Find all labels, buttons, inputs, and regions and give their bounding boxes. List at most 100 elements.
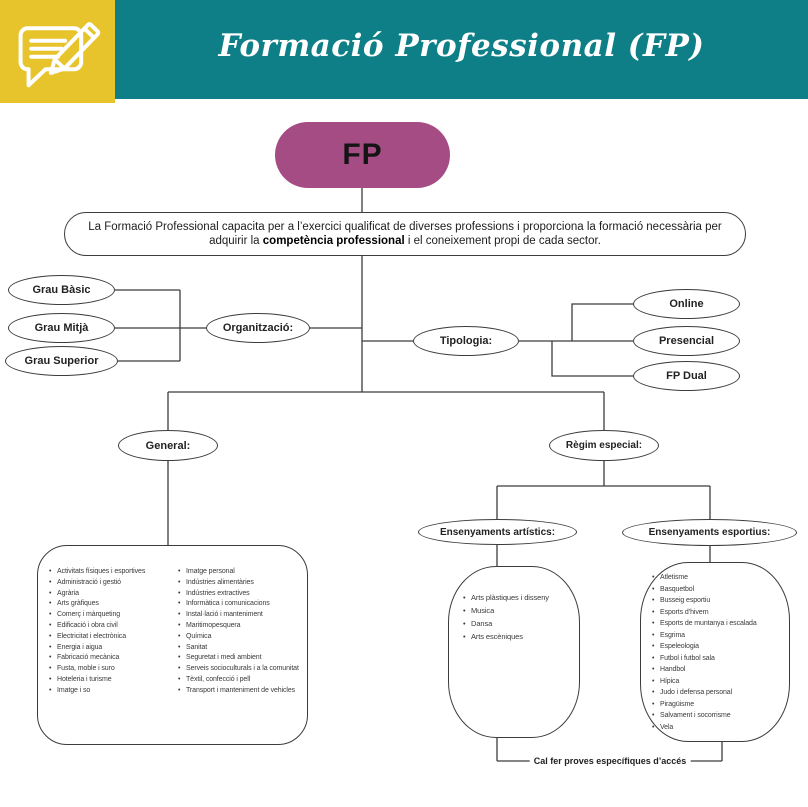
header-banner xyxy=(0,0,808,99)
list-item: • Dansa xyxy=(463,617,569,630)
list-item: • Química xyxy=(178,632,299,643)
bullet-icon: • xyxy=(49,654,52,662)
bullet-icon: • xyxy=(652,620,655,627)
bullet-icon: • xyxy=(178,589,181,597)
list-item: •Vela xyxy=(652,722,785,734)
list-item: • Maritimopesquera xyxy=(178,621,299,632)
list-item-label: Instal·lació i manteniment xyxy=(186,611,263,619)
bullet-icon: • xyxy=(178,611,181,619)
bullet-icon: • xyxy=(49,621,52,629)
bullet-icon: • xyxy=(49,686,52,694)
bullet-icon: • xyxy=(178,665,181,673)
header-logo-square xyxy=(0,0,115,103)
artistics-list: •Arts plàstiques i disseny•Musica•Dansa•… xyxy=(463,591,569,643)
list-item: • Arts escèniques xyxy=(463,630,569,643)
bullet-icon: • xyxy=(652,597,655,604)
list-item: •Busseig esportiu xyxy=(652,595,785,607)
list-item: •Imatge personal xyxy=(178,567,299,578)
node-ensenyaments-esportius: Ensenyaments esportius: xyxy=(622,519,797,546)
list-item-label: Informàtica i comunicacions xyxy=(186,600,270,608)
list-item-label: Activitats físiques i esportives xyxy=(57,568,146,575)
list-item: •Futbol i futbol sala xyxy=(652,653,785,665)
list-item-label: Salvament i socorrisme xyxy=(660,712,731,719)
list-item-label: Tèxtil, confecció i pell xyxy=(186,675,251,683)
node-online: Online xyxy=(633,289,740,319)
list-item: •Musica xyxy=(463,604,569,617)
families-column-1: • Activitats físiques i esportives •Admini… xyxy=(49,567,178,744)
bullet-icon: • xyxy=(178,643,181,651)
bullet-icon: • xyxy=(652,677,655,685)
node-tipologia: Tipologia: xyxy=(413,326,519,356)
bullet-icon: • xyxy=(49,611,52,619)
list-item: • Hoteleria i turisme xyxy=(49,675,178,686)
list-item: •Basquetbol xyxy=(652,584,785,596)
list-item: • Sanitat xyxy=(178,643,299,654)
list-item-label: Hoteleria i turisme xyxy=(57,675,112,683)
bullet-icon: • xyxy=(652,585,655,593)
list-item: • Instal·lació i manteniment xyxy=(178,610,299,621)
list-item: •Seguretat i medi ambient xyxy=(178,653,299,664)
list-item-label: Imatge i so xyxy=(57,686,91,694)
node-general: General: xyxy=(118,430,218,461)
list-item-label: Agrària xyxy=(57,589,79,597)
list-item: • Salvament i socorrisme xyxy=(652,710,785,722)
list-item: • Electricitat i electrònica xyxy=(49,632,178,643)
list-item-label: Energia i aigua xyxy=(57,643,103,651)
list-item-label: Maritimopesquera xyxy=(186,621,241,629)
list-item-label: Edificació i obra civil xyxy=(57,621,118,629)
list-item-label: Piragüisme xyxy=(660,700,695,708)
list-item: •Fusta, moble i suro xyxy=(49,664,178,675)
bullet-icon: • xyxy=(463,619,466,628)
node-fp-dual: FP Dual xyxy=(633,361,740,391)
page-title: Formació Professional (FP) xyxy=(218,28,705,64)
bullet-icon: • xyxy=(652,712,655,719)
bullet-icon: • xyxy=(652,643,655,650)
list-item: • Agrària xyxy=(49,589,178,600)
list-item: •Arts gràfiques xyxy=(49,599,178,610)
list-item-label: Esports d’hivern xyxy=(660,608,709,616)
list-item-label: Dansa xyxy=(471,619,493,628)
list-item: •Judo i defensa personal xyxy=(652,687,785,699)
bullet-icon: • xyxy=(49,589,52,597)
bullet-icon: • xyxy=(178,675,181,683)
esportius-box: •Atletisme•Basquetbol•Busseig esportiu•E… xyxy=(640,562,790,742)
node-grau-mitja: Grau Mitjà xyxy=(8,313,115,343)
list-item-label: Musica xyxy=(471,606,495,615)
list-item-label: Sanitat xyxy=(186,643,208,651)
bullet-icon: • xyxy=(463,632,466,641)
list-item: • Piragüisme xyxy=(652,699,785,711)
list-item-label: Transport i manteniment de vehicles xyxy=(186,686,296,694)
bullet-icon: • xyxy=(652,631,655,639)
bullet-icon: • xyxy=(652,723,655,731)
bullet-icon: • xyxy=(49,568,52,575)
list-item-label: Esgrima xyxy=(660,631,685,639)
node-ensenyaments-artistics: Ensenyaments artístics: xyxy=(418,519,577,545)
bullet-icon: • xyxy=(178,568,181,575)
list-item-label: Arts escèniques xyxy=(471,632,523,641)
list-item: •Administració i gestió xyxy=(49,578,178,589)
bullet-icon: • xyxy=(652,654,655,662)
bullet-icon: • xyxy=(49,600,52,608)
list-item-label: Química xyxy=(186,632,212,640)
list-item: • Imatge i so xyxy=(49,686,178,697)
list-item: •Esports d’hivern xyxy=(652,607,785,619)
bullet-icon: • xyxy=(652,700,655,708)
list-item: •Handbol xyxy=(652,664,785,676)
bullet-icon: • xyxy=(49,578,52,586)
bullet-icon: • xyxy=(463,593,466,602)
bullet-icon: • xyxy=(178,621,181,629)
list-item-label: Handbol xyxy=(660,666,686,673)
bullet-icon: • xyxy=(49,643,52,651)
general-families-box: • Activitats físiques i esportives •Admini… xyxy=(37,545,308,745)
list-item-label: Comerç i màrqueting xyxy=(57,611,121,619)
list-item-label: Electricitat i electrònica xyxy=(57,632,126,640)
list-item-label: Seguretat i medi ambient xyxy=(186,654,262,662)
description-text: La Formació Professional capacita per a … xyxy=(88,220,722,248)
node-grau-basic: Grau Bàsic xyxy=(8,275,115,305)
list-item: • Energia i aigua xyxy=(49,643,178,654)
families-column-2: •Imatge personal•Indústries alimentàries… xyxy=(178,567,299,744)
list-item-label: Indústries alimentàries xyxy=(186,578,254,586)
bullet-icon: • xyxy=(178,632,181,640)
list-item-label: Serveis socioculturals i a la comunitat xyxy=(186,665,299,673)
